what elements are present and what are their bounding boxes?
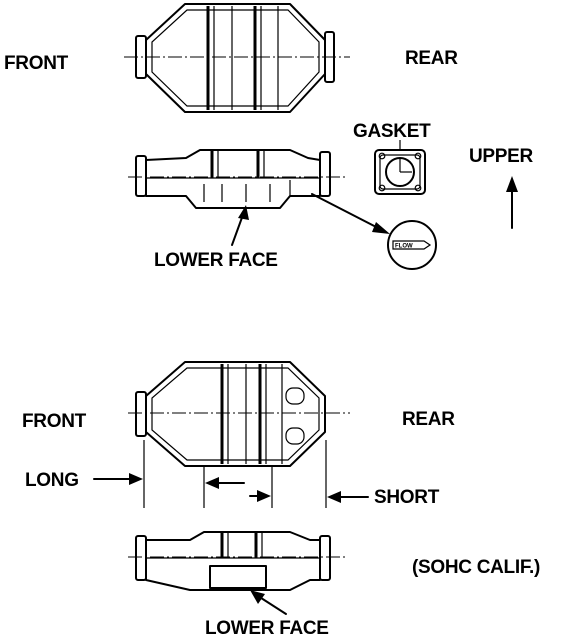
flow-stamp-arrow xyxy=(311,193,390,234)
front-label-bottom: FRONT xyxy=(22,411,87,432)
gasket-label: GASKET xyxy=(353,121,431,142)
bottom-converter-side-view xyxy=(128,531,345,591)
upper-arrow-icon xyxy=(506,176,518,229)
gasket-drawing xyxy=(374,140,426,195)
upper-label: UPPER xyxy=(469,146,534,167)
lower-face-arrow-bottom xyxy=(250,590,287,615)
sohc-calif-label: (SOHC CALIF.) xyxy=(412,557,540,578)
top-converter-plan-view xyxy=(124,3,350,113)
long-short-dimension-lines xyxy=(93,440,369,508)
lower-face-label-top: LOWER FACE xyxy=(154,250,278,271)
flow-stamp-text: FLOW xyxy=(395,244,413,250)
lower-face-arrow-top xyxy=(231,205,249,246)
bottom-converter-plan-view xyxy=(128,361,350,467)
top-converter-side-view xyxy=(128,149,345,209)
short-label: SHORT xyxy=(374,487,440,508)
rear-label-top: REAR xyxy=(405,48,458,69)
flow-stamp-circle xyxy=(387,220,437,270)
front-label-top: FRONT xyxy=(4,53,69,74)
lower-face-label-bottom: LOWER FACE xyxy=(205,618,329,638)
long-label: LONG xyxy=(25,470,79,491)
rear-label-bottom: REAR xyxy=(402,409,455,430)
